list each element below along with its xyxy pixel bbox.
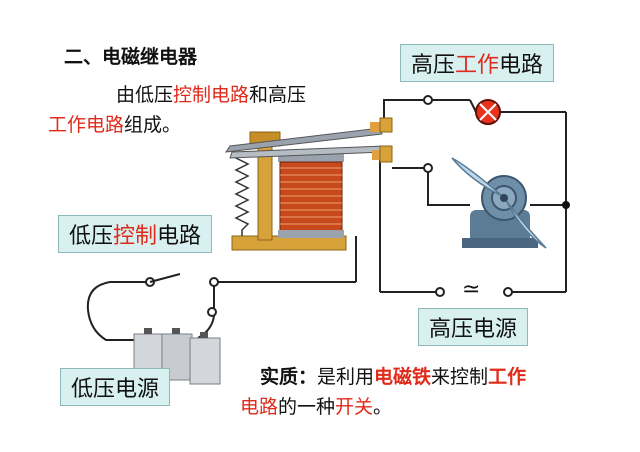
hv-wires [379, 99, 567, 293]
relay [224, 117, 393, 251]
spring-icon [234, 151, 250, 236]
terminal-1 [423, 95, 433, 105]
ac-symbol: ≃ [462, 277, 481, 302]
terminal-4 [503, 287, 513, 297]
lamp-icon [469, 99, 506, 125]
lv-switch [145, 273, 219, 317]
label-hv-source: 高压电源 [418, 308, 529, 346]
label-hv-circuit: 高压工作电路 [400, 44, 555, 82]
terminal-3 [435, 287, 445, 297]
essence-text: 实质：是利用电磁铁来控制工作 电路的一种开关。 [240, 366, 527, 418]
terminal-2 [423, 163, 433, 173]
intro-text: 由低压控制电路和高压 工作电路组成。 [48, 84, 307, 136]
label-lv-source: 低压电源 [60, 368, 171, 406]
section-heading: 二、电磁继电器 [64, 46, 198, 68]
label-lv-circuit: 低压控制电路 [58, 215, 213, 253]
hv-junction [562, 201, 570, 209]
motor-icon [451, 157, 547, 249]
